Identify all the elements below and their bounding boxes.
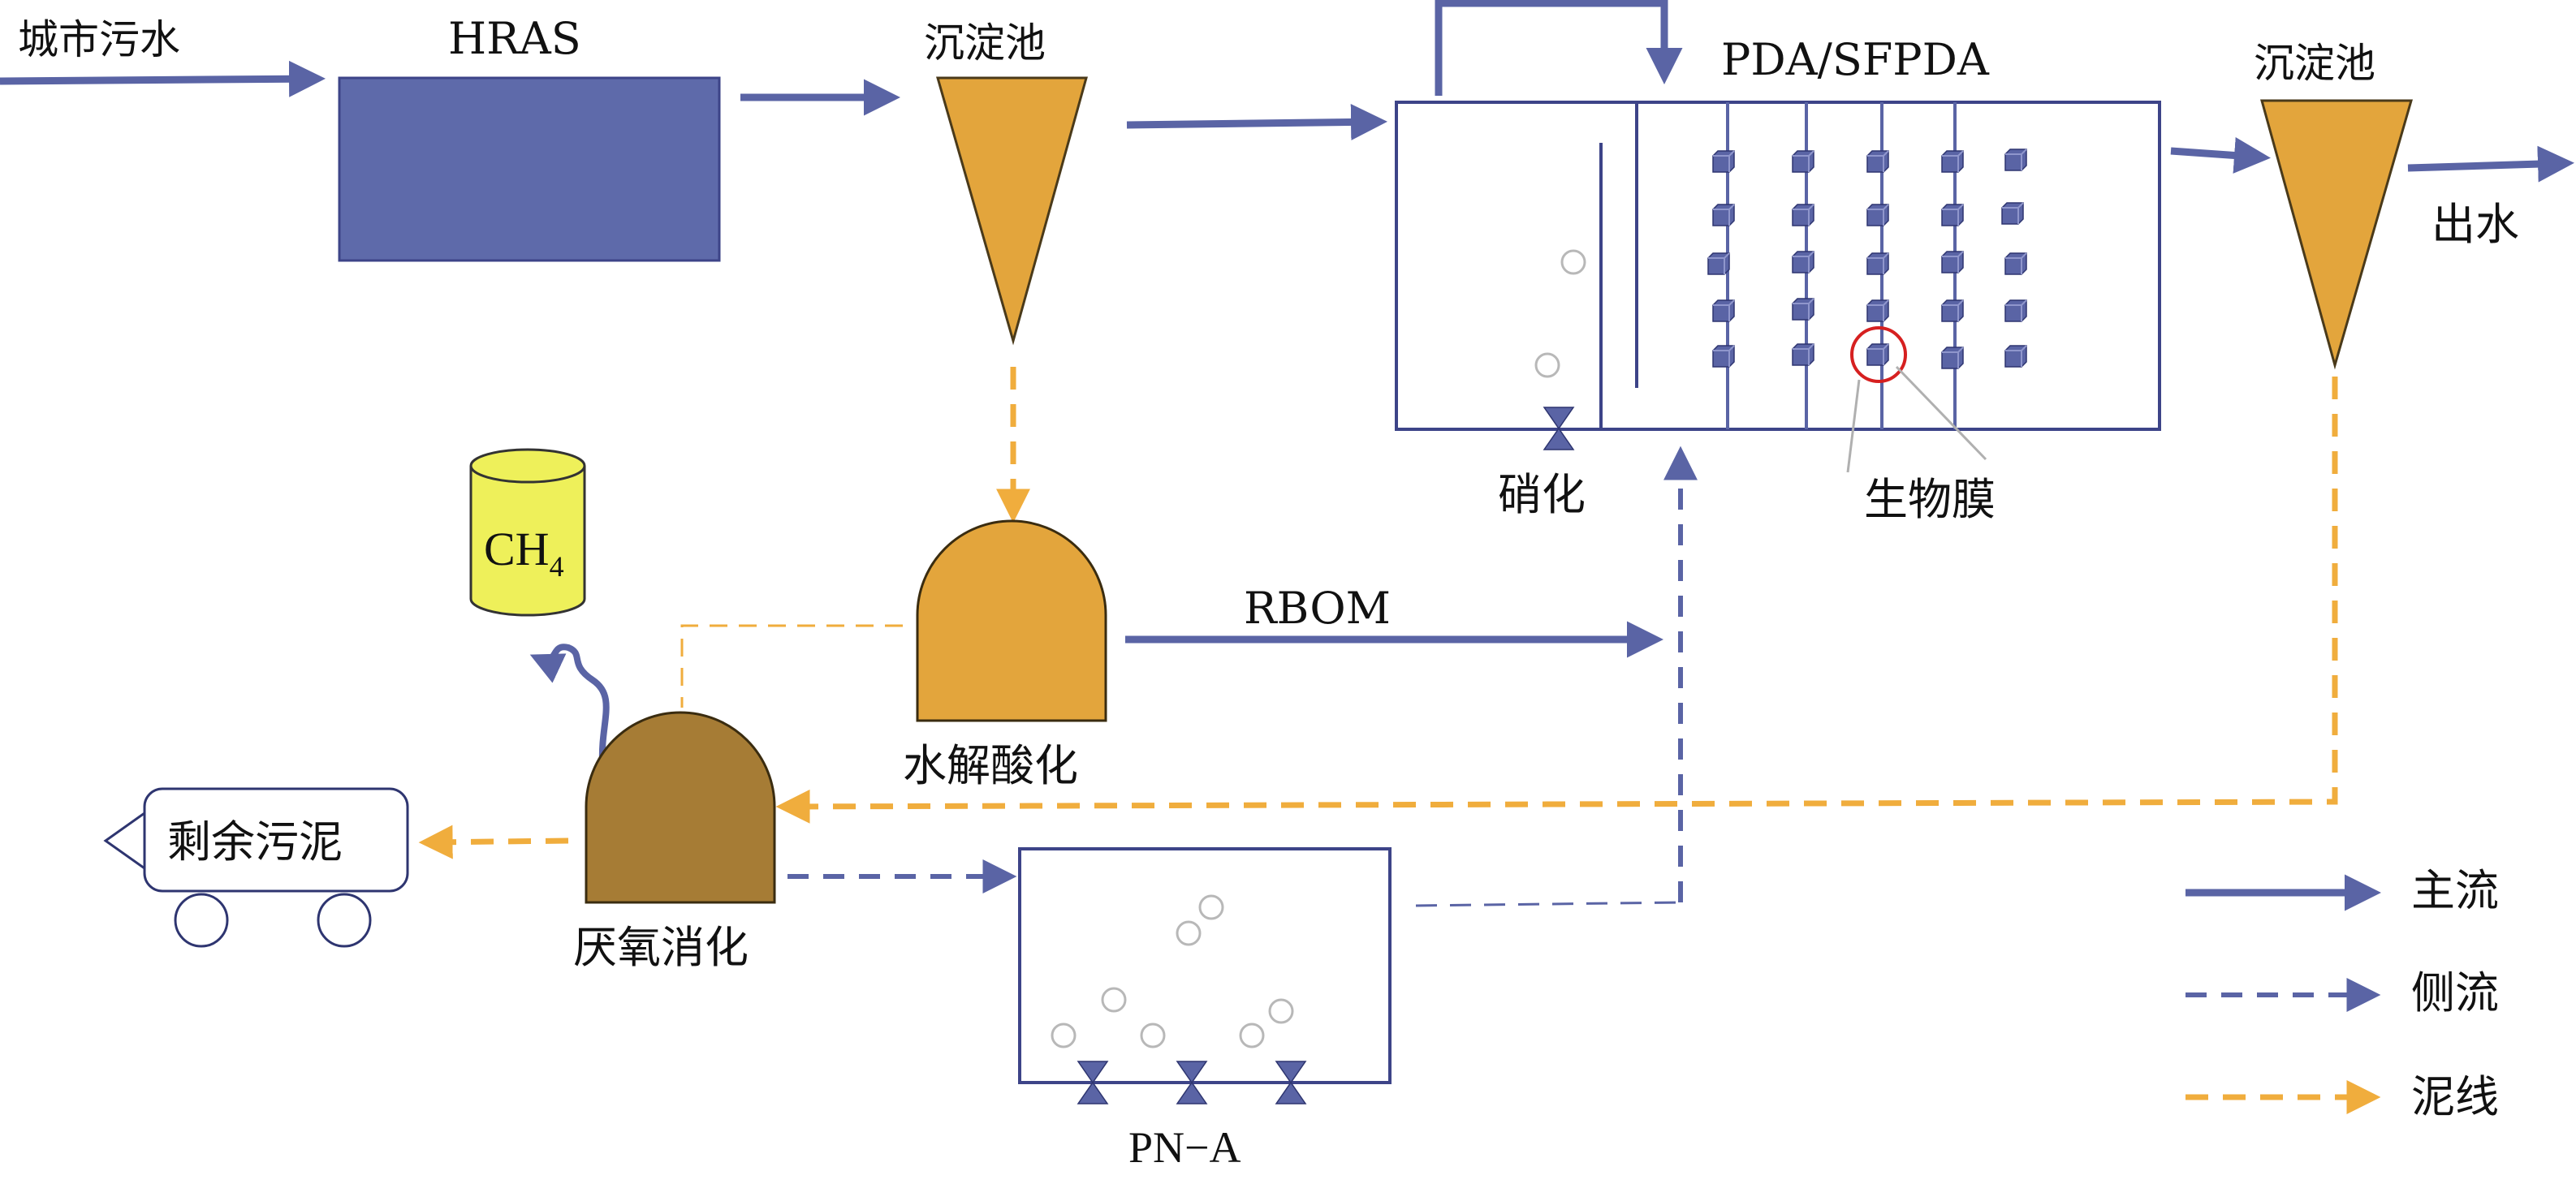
anaerobic-digestion-label: 厌氧消化 <box>573 922 749 973</box>
clarifier-to-reactor-arrow <box>1126 103 1387 140</box>
rbom-label: RBOM <box>1244 583 1391 634</box>
excess-sludge-label: 剩余污泥 <box>167 816 343 868</box>
legend: 主流 侧流 泥线 <box>2186 865 2499 1122</box>
influent-label: 城市污水 <box>18 16 180 63</box>
hydrolysis-label: 水解酸化 <box>903 740 1078 791</box>
effluent-label: 出水 <box>2431 199 2519 250</box>
biofilm-label: 生物膜 <box>1864 474 1996 525</box>
methane-label: CH4 <box>484 523 564 583</box>
nitrification-label: 硝化 <box>1498 469 1586 520</box>
pda-sfpda-reactor <box>1395 101 2161 431</box>
reactor-recycle-arrow <box>1435 0 1683 96</box>
aeration-bubble <box>1534 352 1560 378</box>
hras-label: HRAS <box>448 13 581 64</box>
pna-to-reactor-sidestream-horizontal <box>1415 901 1681 907</box>
aeration-bubble <box>1560 249 1586 275</box>
influent-arrow <box>0 60 326 97</box>
legend-main-label: 主流 <box>2411 865 2499 916</box>
legend-side-label: 侧流 <box>2411 967 2499 1018</box>
aeration-bubble <box>1101 987 1127 1013</box>
pna-label: PN−A <box>1128 1123 1241 1172</box>
clarifier-2 <box>2260 99 2413 370</box>
aeration-bubble <box>1268 998 1294 1024</box>
aeration-bubble <box>1198 894 1224 920</box>
hras-tank <box>338 76 721 262</box>
biofilm-callout-line-2 <box>1895 365 1987 461</box>
legend-sludge-label: 泥线 <box>2411 1071 2499 1122</box>
reactor-to-clarifier-arrow <box>2170 137 2271 174</box>
clarifier-2-sludge-line <box>775 377 2338 824</box>
digester-to-excess-sludge-line <box>418 824 569 859</box>
aeration-bubble <box>1051 1023 1077 1048</box>
methane-tank <box>469 448 586 617</box>
biofilm-callout-line-1 <box>1846 379 1861 473</box>
effluent-arrow <box>2407 145 2574 183</box>
reactor-label: PDA/SFPDA <box>1721 34 1990 85</box>
clarifier-2-label: 沉淀池 <box>2254 40 2375 87</box>
aeration-bubble <box>1239 1023 1265 1048</box>
hydrolysis-tank <box>916 519 1107 722</box>
anaerobic-digester <box>585 711 776 904</box>
aeration-bubble <box>1176 920 1202 946</box>
hydrolysis-to-digester-sludge-line <box>680 624 903 708</box>
biofilm-highlight-circle <box>1850 326 1907 383</box>
pna-reactor <box>1018 847 1392 1084</box>
excess-sludge-truck <box>103 787 409 948</box>
biogas-arrow <box>529 644 610 762</box>
aeration-bubble <box>1140 1023 1166 1048</box>
clarifier-1 <box>936 76 1088 346</box>
clarifier-1-label: 沉淀池 <box>924 19 1046 67</box>
